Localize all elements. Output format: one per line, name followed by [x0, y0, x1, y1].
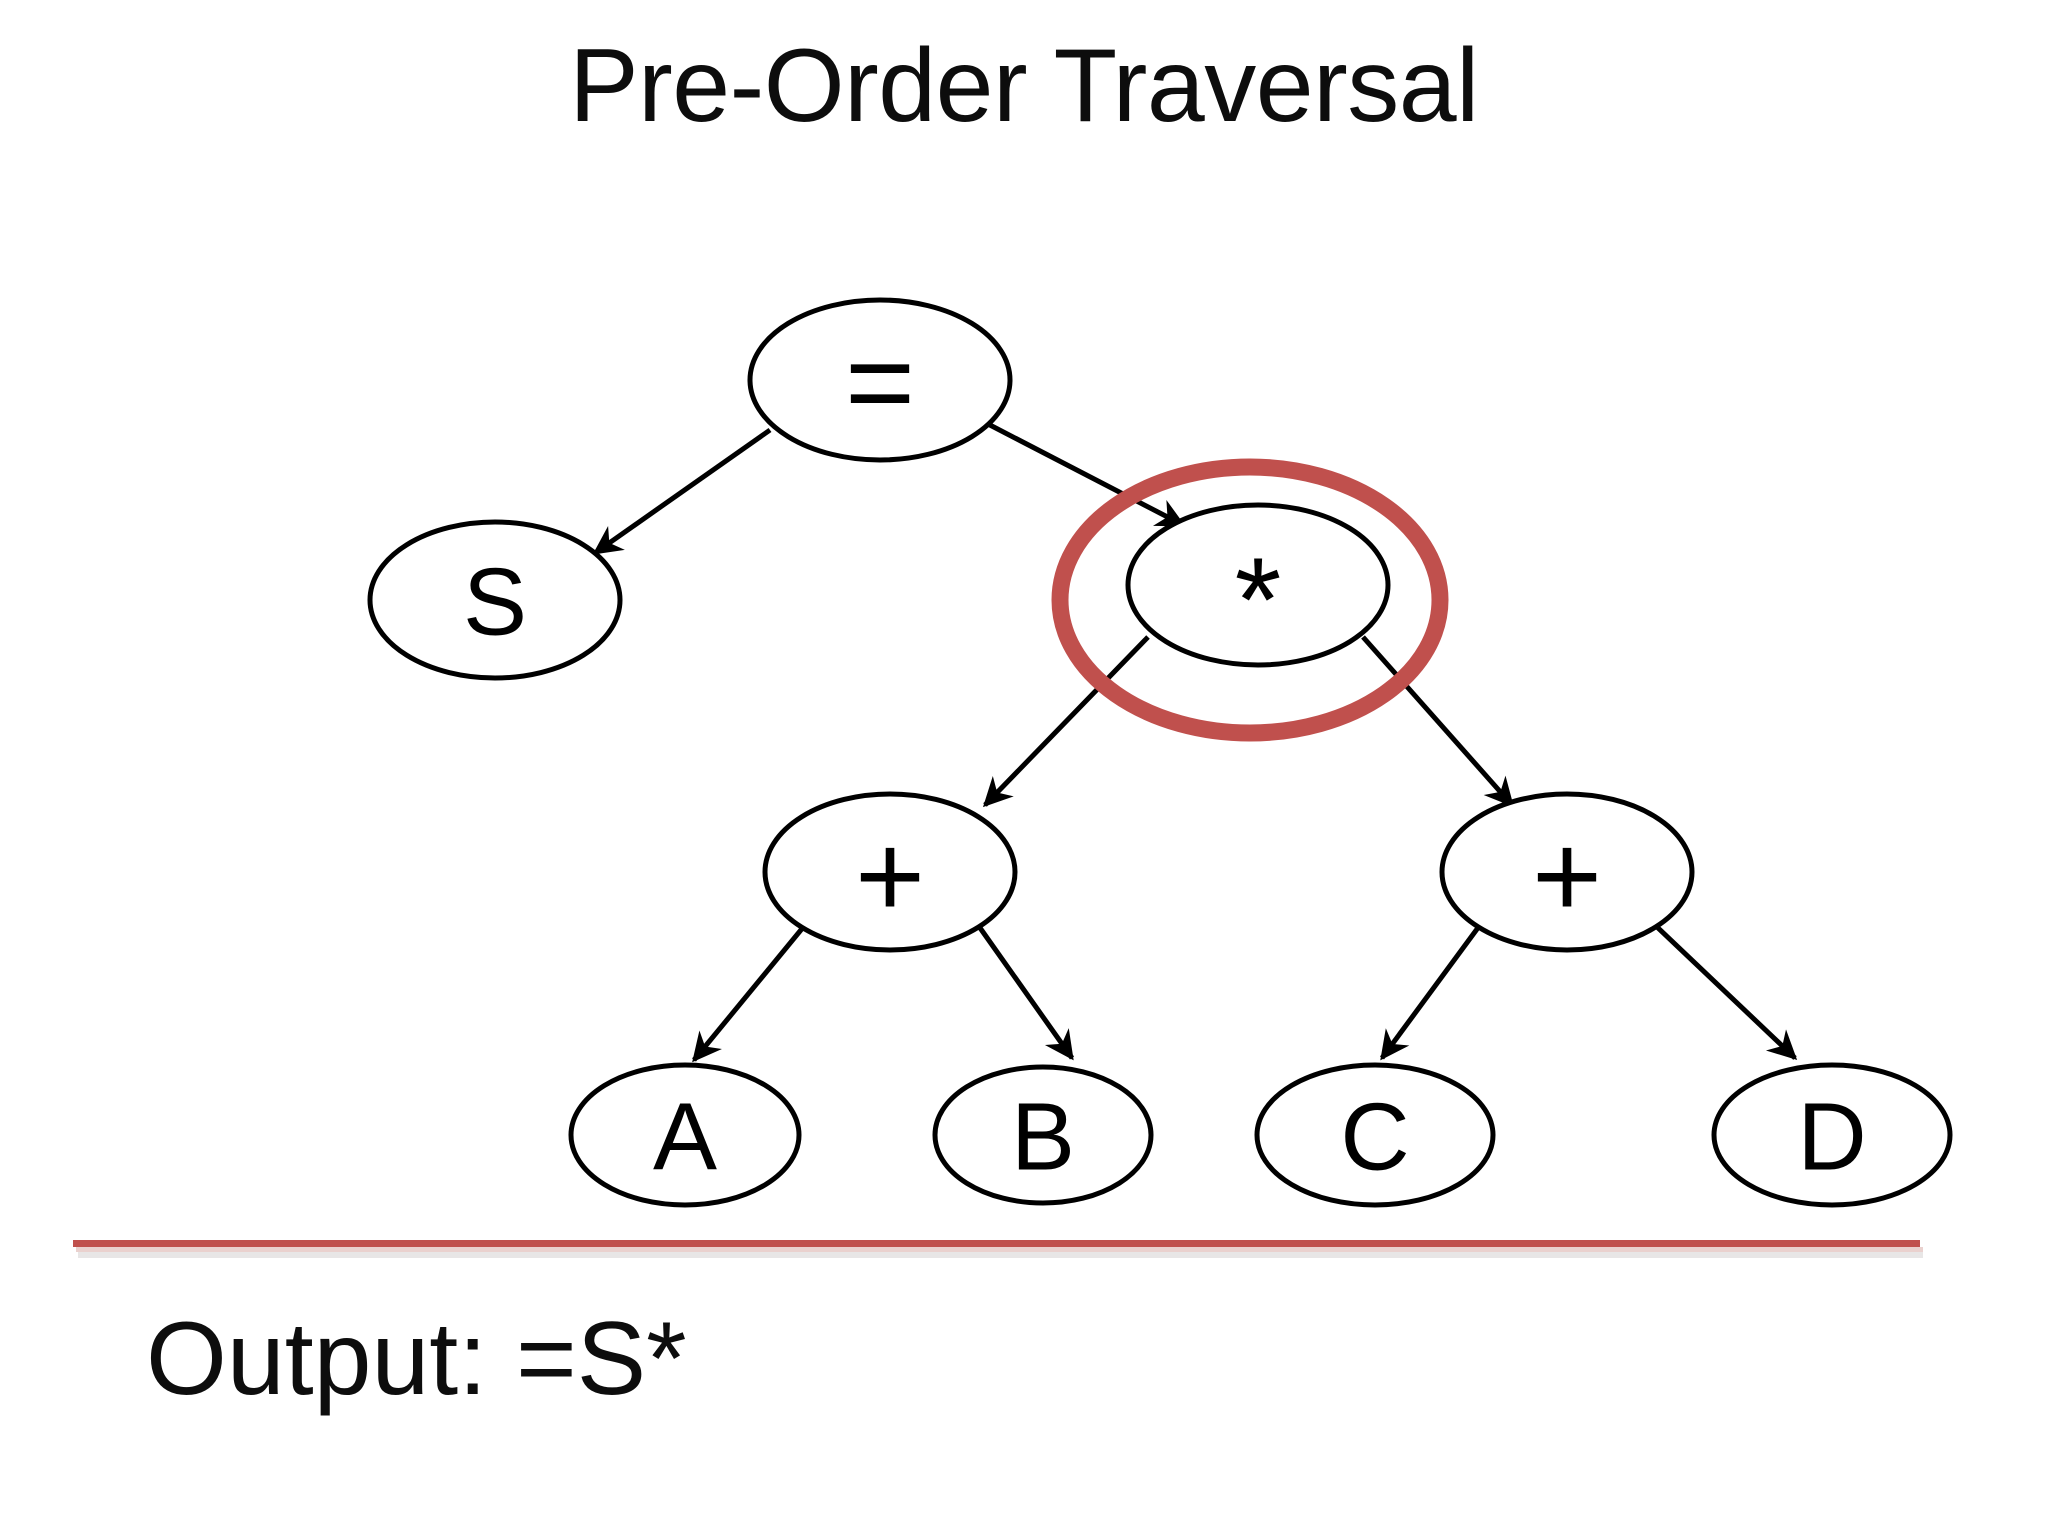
tree-node-a[interactable]: A: [568, 1062, 802, 1208]
tree-node-c[interactable]: C: [1254, 1062, 1496, 1208]
tree-edges: [592, 421, 1798, 1063]
node-label: +: [1532, 809, 1602, 943]
edge-plus-right-to-c: [1379, 923, 1483, 1061]
node-label: =: [845, 315, 915, 449]
tree-node-b[interactable]: B: [932, 1064, 1154, 1206]
node-label: S: [463, 549, 527, 656]
node-label: A: [653, 1084, 717, 1191]
divider-shadow: [76, 1247, 1923, 1252]
node-label: C: [1340, 1084, 1409, 1191]
node-ellipse[interactable]: [1254, 1062, 1496, 1208]
page-title: Pre-Order Traversal: [569, 28, 1479, 144]
node-ellipse[interactable]: [762, 791, 1018, 953]
node-ellipse[interactable]: [747, 297, 1013, 463]
tree-node-root[interactable]: =: [747, 297, 1013, 463]
node-ellipse[interactable]: [367, 519, 623, 681]
node-label: D: [1797, 1084, 1866, 1191]
edge-plus-right-to-d: [1653, 923, 1798, 1061]
edge-times-to-plus-right: [1361, 635, 1514, 808]
tree-node-plus-left[interactable]: +: [762, 791, 1018, 953]
current-node-highlight-ring: [1051, 458, 1449, 742]
horizontal-divider-rule: [73, 1240, 1920, 1247]
edge-times-to-plus-left: [982, 635, 1150, 808]
node-ellipse[interactable]: [1711, 1062, 1953, 1208]
tree-node-s[interactable]: S: [367, 519, 623, 681]
node-ellipse[interactable]: [1125, 502, 1391, 668]
tree-node-times[interactable]: *: [1125, 502, 1391, 668]
node-label: +: [855, 809, 925, 943]
node-ellipse[interactable]: [932, 1064, 1154, 1206]
node-ellipse[interactable]: [1439, 791, 1695, 953]
tree-node-plus-right[interactable]: +: [1439, 791, 1695, 953]
edge-plus-left-to-a: [692, 923, 807, 1063]
edge-root-to-s: [592, 427, 772, 556]
node-ellipse[interactable]: [568, 1062, 802, 1208]
divider-shadow-outer: [78, 1252, 1923, 1258]
node-label: *: [1235, 533, 1282, 667]
edge-plus-left-to-b: [975, 923, 1075, 1061]
node-label: B: [1011, 1084, 1075, 1191]
binary-tree-diagram: = S * + + A B C: [367, 297, 1953, 1208]
output-text: Output: =S*: [146, 1301, 687, 1417]
tree-node-d[interactable]: D: [1711, 1062, 1953, 1208]
edge-root-to-times: [986, 421, 1186, 528]
